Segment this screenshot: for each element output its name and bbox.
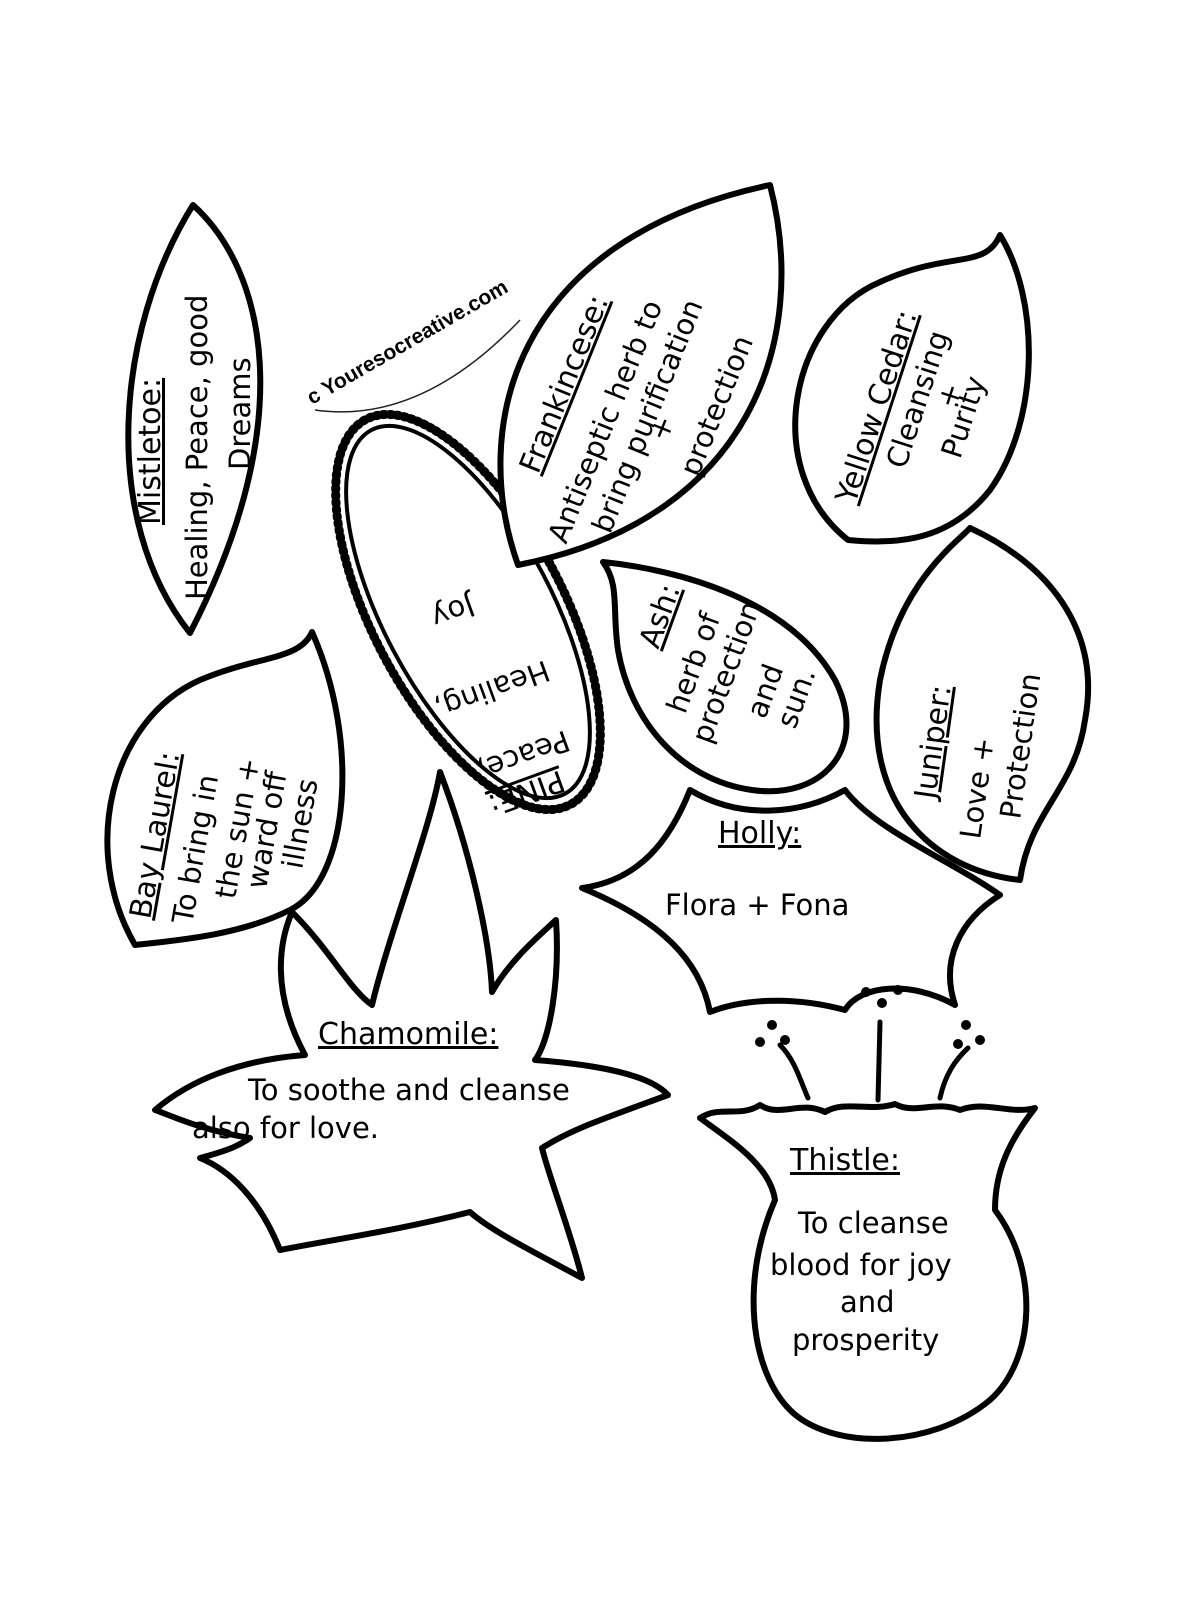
juniper-leaf: Juniper: Love + Protection xyxy=(873,525,1092,883)
chamomile-flower: Chamomile: To soothe and cleanse also fo… xyxy=(152,769,671,1281)
mistletoe-leaf: Mistletoe: Healing, Peace, good Dreams xyxy=(125,202,264,636)
ash-leaf: Ash: herb of protection and sun. xyxy=(600,559,850,795)
yellow-cedar-leaf: Yellow Cedar: Cleansing + Purity xyxy=(792,232,1032,545)
mistletoe-line-2: Dreams xyxy=(223,357,257,470)
thistle-line-1: To cleanse xyxy=(797,1206,949,1240)
holly-leaf: Holly: Flora + Fona xyxy=(579,787,1003,1015)
mistletoe-name: Mistletoe: xyxy=(133,378,168,525)
chamomile-line-1: To soothe and cleanse xyxy=(247,1073,570,1107)
chamomile-name: Chamomile: xyxy=(318,1017,498,1052)
mistletoe-line-1: Healing, Peace, good xyxy=(180,295,214,600)
thistle-name: Thistle: xyxy=(789,1143,900,1178)
chamomile-line-2: also for love. xyxy=(192,1111,379,1145)
holly-name: Holly: xyxy=(718,816,801,851)
thistle-line-3: and xyxy=(840,1285,895,1319)
pine-leaf: PINE: Peace, Healing, Joy xyxy=(331,409,605,822)
thistle-flower: Thistle: To cleanse blood for joy and pr… xyxy=(697,985,1038,1442)
thistle-line-4: prosperity xyxy=(792,1323,939,1357)
thistle-line-2: blood for joy xyxy=(770,1248,952,1282)
watermark: c Youresocreative.com xyxy=(303,275,521,413)
bay-laurel-leaf: Bay Laurel: To bring in the sun + ward o… xyxy=(104,629,346,948)
holly-line-1: Flora + Fona xyxy=(665,888,849,922)
frankincense-leaf: Frankincese: Antiseptic herb to bring pu… xyxy=(497,182,785,568)
watermark-text: c Youresocreative.com xyxy=(303,275,512,409)
